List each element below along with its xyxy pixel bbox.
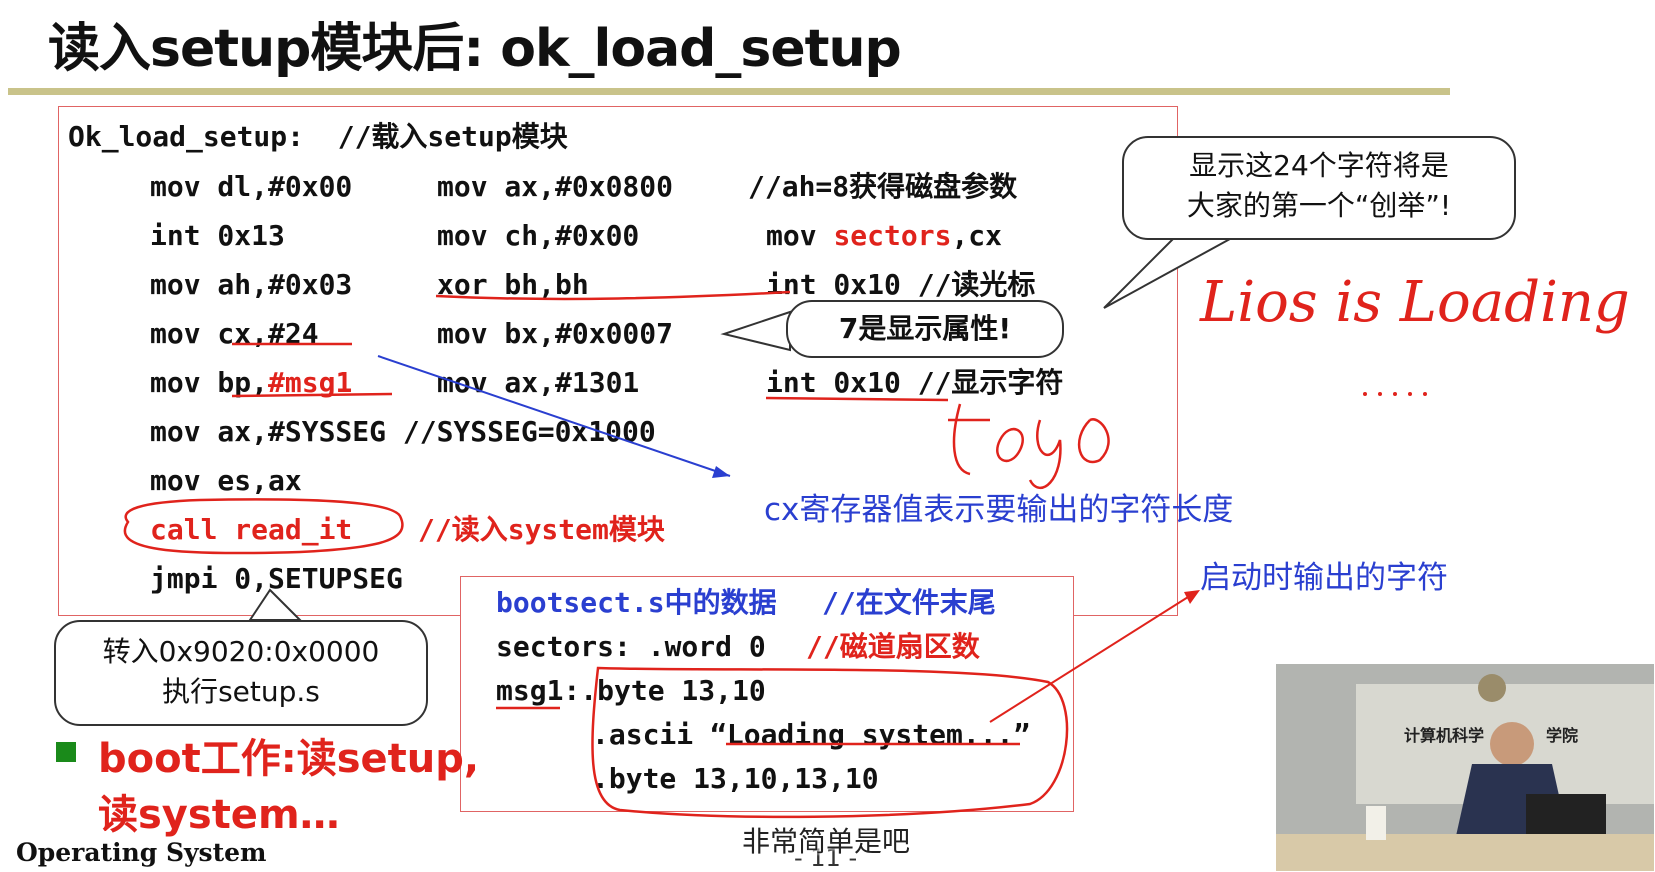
callout-jump-line1: 转入0x9020:0x0000 [102,635,380,668]
code-line-4a: mov ah,#0x03 [150,268,353,301]
code-line-3a: int 0x13 [150,219,285,252]
circle-call-read-it [123,498,404,555]
code-line-7: mov ax,#SYSSEG //SYSSEG=0x1000 [150,415,656,448]
page-number: - 11 - [794,844,858,872]
code-line-2b: mov ax,#0x0800 [437,170,674,203]
code-line-1: Ok_load_setup: //载入setup模块 [68,120,568,153]
code-line-8: mov es,ax [150,464,302,497]
code-line-6a: mov bp, [150,366,269,399]
bullet-line-2: 读system… [98,792,340,838]
code-line-9b: //读入system模块 [418,513,665,546]
callout-24-chars: 显示这24个字符将是 大家的第一个“创举”! [1122,136,1516,240]
code-box [58,106,1178,616]
underline-xor [435,290,791,301]
arrow-cx-head [712,466,730,478]
callout-tail-7 [720,310,791,352]
note-boot-chars: 启动时输出的字符 [1200,560,1448,596]
data-line-1a: bootsect.s中的数据 [496,586,777,619]
data-box [460,576,1074,812]
data-line-3: msg1:.byte 13,10 [496,674,766,707]
code-line-9a: call read_it [150,513,353,546]
handwriting-dots [1363,392,1427,396]
code-line-4c: int 0x10 //读光标 [766,268,1036,301]
callout-attr-7: 7是显示属性! [786,300,1064,358]
data-line-5: .byte 13,10,13,10 [592,762,879,795]
video-scene [1276,664,1654,871]
code-sectors: sectors [833,219,952,252]
arrow-cx-to-note [377,355,731,477]
callout-24-line1: 显示这24个字符将是 [1189,149,1449,182]
video-subtitle: 非常简单是吧 [742,825,911,858]
callout-tail-jump [248,588,303,621]
code-line-5b: mov bx,#0x0007 [437,317,674,350]
lecturer-video: 计算机科学 学院 [1276,664,1654,871]
data-line-4: .ascii “Loading system...” [592,718,1031,751]
slide-title: 读入setup模块后: ok_load_setup [48,19,902,79]
bullet-line-1: boot工作:读setup, [98,736,480,782]
code-line-3: mov sectors,cx [766,219,1002,253]
handwriting-togo [948,403,1110,489]
video-banner-text-2: 学院 [1546,726,1579,745]
code-line-2c: //ah=8获得磁盘参数 [748,170,1018,203]
code-line-3b: mov ch,#0x00 [437,219,640,252]
callout-jump: 转入0x9020:0x0000 执行setup.s [54,620,428,726]
callout-24-line2: 大家的第一个“创举”! [1186,189,1452,222]
data-line-2b: //磁道扇区数 [806,630,980,663]
footer-operating-system: Operating System [16,838,267,867]
underline-int-0x10 [765,396,949,402]
underline-bp [231,392,393,398]
code-line-6c: mov ax,#1301 [437,366,640,399]
title-rule [8,88,1450,95]
code-line-3c: mov [766,219,834,252]
handwriting-lios-loading: Lios is Loading [1200,270,1630,335]
callout-jump-line2: 执行setup.s [162,675,320,708]
code-line-4b: xor bh,bh [437,268,589,301]
video-banner-text: 计算机科学 [1404,726,1485,745]
code-line-3e: ,cx [951,219,1003,252]
data-line-2a: sectors: .word 0 [496,630,766,663]
code-line-6: mov bp,#msg1 [150,366,352,400]
code-line-10: jmpi 0,SETUPSEG [150,562,403,595]
code-line-6d: int 0x10 //显示字符 [766,366,1064,399]
data-line-1b: //在文件末尾 [822,586,996,619]
bullet-square [56,742,76,762]
code-line-2a: mov dl,#0x00 [150,170,353,203]
arrow-data-head [1184,590,1200,604]
circle-msg1-bytes [591,666,1069,819]
arrow-data-to-note [989,591,1197,723]
note-cx-register: cx寄存器值表示要输出的字符长度 [764,492,1234,528]
